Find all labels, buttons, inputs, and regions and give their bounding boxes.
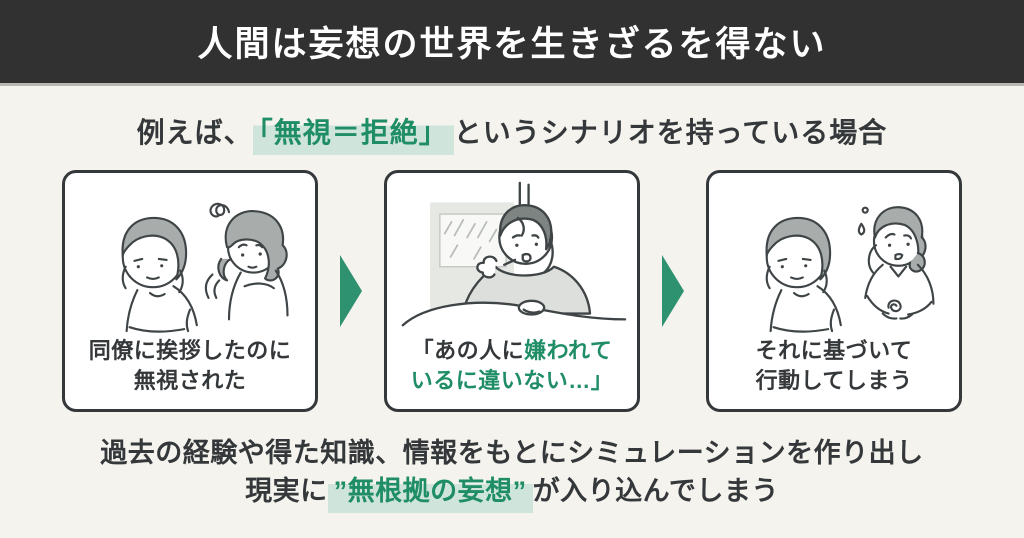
scenario-card-negative-thought: 「あの人に嫌われて いるに違いない…」: [384, 170, 640, 412]
flow-arrow-slot: [318, 170, 384, 412]
subtitle: 例えば、「無視＝拒絶」というシナリオを持っている場合: [0, 114, 1024, 155]
subtitle-prefix: 例えば、: [136, 117, 253, 148]
conclusion-highlight: ”無根拠の妄想”: [327, 476, 533, 513]
scenario-card-greeting-ignored: 同僚に挨拶したのに 無視された: [62, 170, 318, 412]
flow-arrow-slot: [640, 170, 706, 412]
arrow-right-icon: [662, 255, 684, 327]
arrow-right-icon: [340, 255, 362, 327]
subtitle-highlight: 「無視＝拒絶」: [252, 117, 454, 155]
conclusion-line2: 現実に”無根拠の妄想”が入り込んでしまう: [0, 472, 1024, 513]
card-caption: 同僚に挨拶したのに 無視された: [88, 338, 292, 393]
subtitle-suffix: というシナリオを持っている場合: [453, 117, 888, 148]
page-title: 人間は妄想の世界を生きざるを得ない: [197, 25, 827, 64]
scenario-flow: 同僚に挨拶したのに 無視された: [0, 170, 1024, 412]
illustration-two-colleagues-ignored-icon: [121, 202, 289, 333]
header-banner: 人間は妄想の世界を生きざるを得ない: [0, 0, 1024, 86]
card-caption: それに基づいて 行動してしまう: [755, 338, 913, 393]
illustration-brooding-by-window-icon: [401, 181, 627, 335]
card-caption: 「あの人に嫌われて いるに違いない…」: [410, 338, 614, 393]
conclusion-line1: 過去の経験や得た知識、情報をもとにシミュレーションを作り出し: [100, 438, 924, 468]
illustration-awkward-behavior-icon: [765, 206, 935, 333]
conclusion-text: 過去の経験や得た知識、情報をもとにシミュレーションを作り出し 現実に”無根拠の妄…: [0, 434, 1024, 513]
scenario-card-acts-on-belief: それに基づいて 行動してしまう: [706, 170, 962, 412]
